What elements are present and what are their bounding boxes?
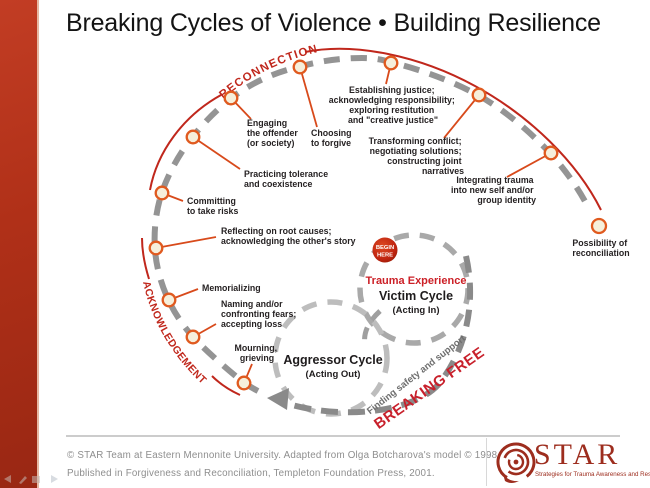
attribution: © STAR Team at Eastern Mennonite Univers…	[67, 447, 500, 482]
station-mourning: Mourning, grieving	[235, 343, 280, 391]
svg-text:Memorializing: Memorializing	[202, 283, 261, 293]
station-dot	[154, 185, 170, 201]
outer-red-arc	[141, 47, 602, 396]
station-naming: Naming and/or confronting fears; accepti…	[185, 299, 299, 345]
svg-text:Reflecting on root causes;: Reflecting on root causes; acknowledging…	[221, 226, 356, 246]
station-integrating: Integrating trauma into new self and/or …	[451, 145, 559, 205]
aggressor-cycle-title: Aggressor Cycle	[283, 353, 382, 367]
breaking-free-path	[267, 255, 474, 416]
station-reflecting: Reflecting on root causes; acknowledging…	[148, 226, 356, 256]
aggressor-cycle-text: Aggressor Cycle (Acting Out)	[283, 353, 382, 380]
trauma-experience-label: Trauma Experience	[366, 275, 467, 287]
star-logo-word: STAR	[534, 438, 621, 471]
station-dot	[590, 217, 608, 235]
svg-text:Naming and/or confro: Naming and/or confronting fears; accepti…	[221, 299, 299, 329]
aggressor-cycle-subtitle: (Acting Out)	[306, 369, 361, 380]
station-choosing: Choosing to forgive	[292, 59, 354, 148]
svg-text:Mourning, grieving: Mourning, grieving	[235, 343, 280, 363]
victim-cycle-title: Victim Cycle	[379, 289, 453, 303]
svg-text:HERE: HERE	[377, 253, 393, 259]
cycle-transition-arc	[362, 309, 382, 346]
station-dot	[161, 292, 177, 308]
station-dot	[236, 375, 252, 391]
station-dot	[292, 59, 308, 75]
station-possibility: Possibility of reconciliation	[572, 217, 630, 258]
svg-text:Committing to take r: Committing to take risks	[187, 196, 238, 216]
station-transforming: Transforming conflict; negotiating solut…	[369, 87, 487, 176]
next-slide-icon[interactable]	[51, 475, 58, 483]
star-spiral-icon	[496, 442, 536, 483]
station-committing: Committing to take risks	[154, 185, 238, 216]
pen-icon[interactable]	[19, 476, 27, 484]
star-logo: STAR Strategies for Trauma Awareness and…	[486, 438, 650, 486]
svg-text:Possibility of recon: Possibility of reconciliation	[572, 238, 629, 258]
station-engaging: Engaging the offender (or society)	[223, 90, 300, 148]
svg-text:BEGIN: BEGIN	[376, 245, 394, 251]
station-dot	[383, 55, 399, 71]
victim-cycle-text: Trauma Experience Victim Cycle (Acting I…	[366, 275, 467, 316]
station-memorializing: Memorializing	[161, 283, 261, 308]
red-arc-mid-left	[141, 237, 150, 280]
begin-here-badge: BEGIN HERE	[372, 237, 398, 263]
attribution-line-2: Published in Forgiveness and Reconciliat…	[67, 467, 435, 479]
station-dot	[185, 329, 201, 345]
station-establishing: Establishing justice; acknowledging resp…	[329, 55, 458, 125]
station-dot	[148, 240, 164, 256]
station-dot	[471, 87, 487, 103]
victim-cycle-subtitle: (Acting In)	[393, 305, 440, 316]
svg-text:Choosing to forgive: Choosing to forgive	[311, 128, 354, 148]
red-arc-right	[304, 47, 602, 211]
sidebar-accent-bar	[0, 0, 58, 488]
svg-text:Practicing tolerance: Practicing tolerance and coexistence	[244, 169, 331, 189]
slideshow-nav-controls	[4, 475, 58, 484]
svg-text:Integrating trauma i: Integrating trauma into new self and/or …	[451, 175, 536, 205]
red-arc-upper-left	[149, 94, 222, 191]
station-dot	[185, 129, 201, 145]
red-arc-lower-left	[211, 375, 241, 396]
station-practicing: Practicing tolerance and coexistence	[185, 129, 331, 189]
svg-text:Engaging the offende: Engaging the offender (or society)	[247, 118, 300, 148]
station-dot	[543, 145, 559, 161]
prev-slide-icon[interactable]	[4, 475, 11, 483]
flow-arrowhead	[267, 388, 289, 410]
svg-text:Establishing justice;: Establishing justice; acknowledging resp…	[329, 85, 458, 125]
svg-text:Transforming conflict;: Transforming conflict; negotiating solut…	[369, 136, 464, 176]
attribution-line-1: © STAR Team at Eastern Mennonite Univers…	[67, 450, 501, 461]
star-logo-tagline: Strategies for Trauma Awareness and Resi…	[535, 471, 650, 478]
station-dot	[223, 90, 239, 106]
page-title: Breaking Cycles of Violence • Building R…	[66, 9, 601, 37]
slides-menu-icon[interactable]	[32, 476, 40, 483]
